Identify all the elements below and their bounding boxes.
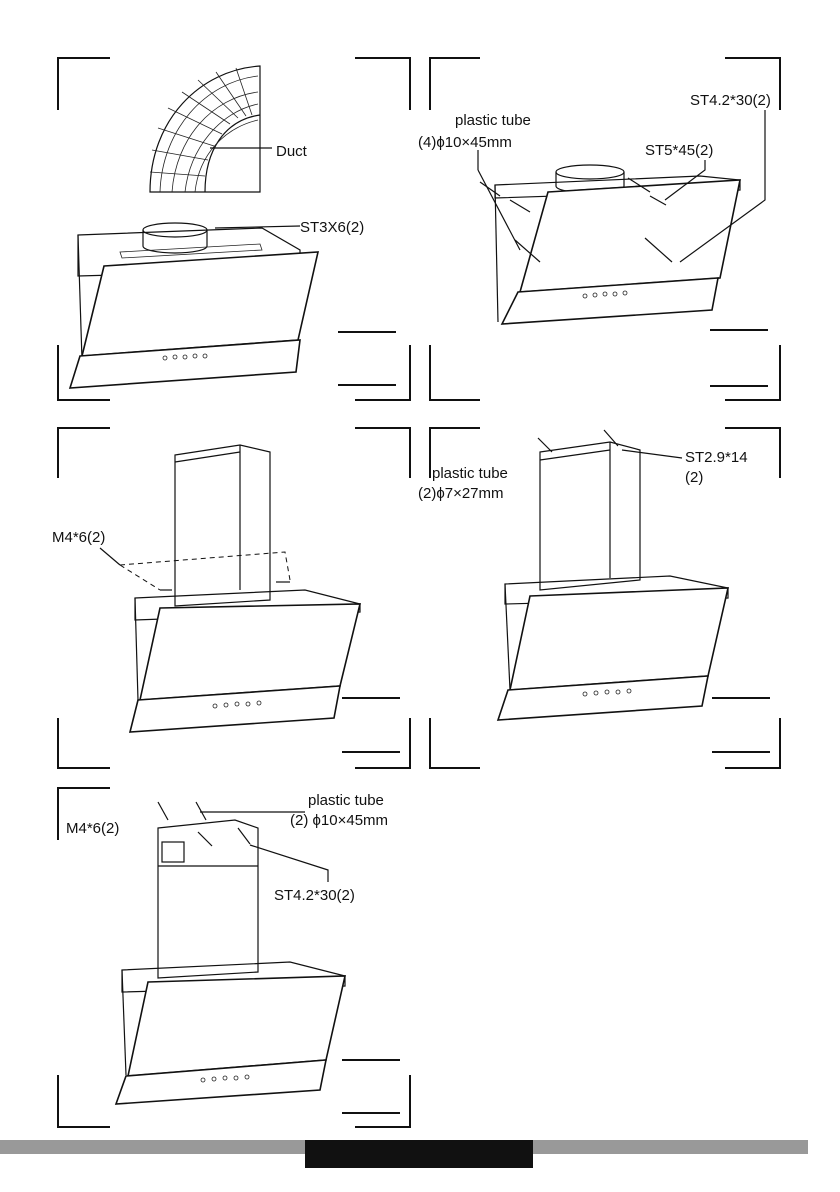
tube-spec: (4)ϕ10×45mm xyxy=(418,134,512,151)
tube-label: plastic tube xyxy=(455,112,531,129)
screw2-label: ST4.2*30(2) xyxy=(274,887,355,904)
duct-label: Duct xyxy=(276,143,308,160)
screw-label: M4*6(2) xyxy=(66,820,119,837)
screw-label: ST3X6(2) xyxy=(300,219,364,236)
footer-decoration xyxy=(0,1140,808,1168)
panel-step-2: plastic tube (4)ϕ10×45mm ST4.2*30(2) ST5… xyxy=(418,58,780,400)
tube-spec: (2) ϕ10×45mm xyxy=(290,812,388,829)
hood-illustration xyxy=(478,110,765,324)
panel-step-5: M4*6(2) plastic tube (2) ϕ10×45mm ST4.2*… xyxy=(58,788,410,1127)
screw-label: ST2.9*14 xyxy=(685,449,748,466)
screw-top-label: ST4.2*30(2) xyxy=(690,92,771,109)
screw-mid-label: ST5*45(2) xyxy=(645,142,713,159)
hood-illustration: ST3X6(2) xyxy=(70,219,364,388)
panel-step-1: Duct ST3X6(2) xyxy=(58,58,410,400)
screw-qty: (2) xyxy=(685,469,703,486)
tube-label: plastic tube xyxy=(432,465,508,482)
panel-step-3: M4*6(2) xyxy=(52,428,410,768)
panel-step-4: plastic tube (2)ϕ7×27mm ST2.9*14 (2) xyxy=(418,428,780,768)
hood-illustration xyxy=(100,445,360,732)
tube-label: plastic tube xyxy=(308,792,384,809)
screw-label: M4*6(2) xyxy=(52,529,105,546)
tube-spec: (2)ϕ7×27mm xyxy=(418,485,504,502)
hood-illustration xyxy=(116,802,345,1104)
duct-illustration: Duct xyxy=(150,66,308,192)
